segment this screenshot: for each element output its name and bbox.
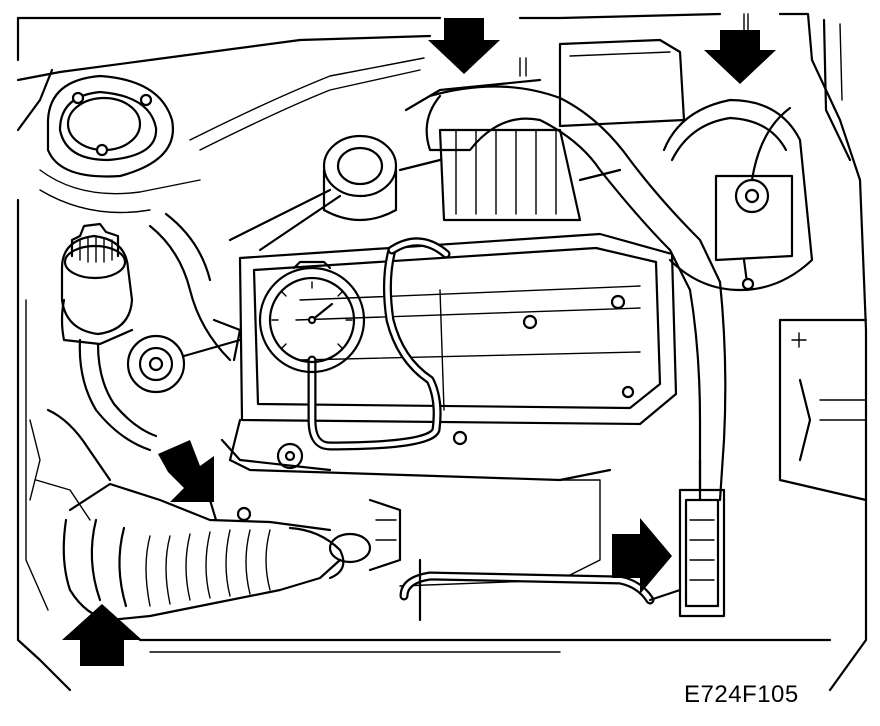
top-components	[189, 38, 686, 252]
intake-pipe	[425, 85, 727, 502]
bottom-hose	[399, 558, 655, 622]
arrow-top-right	[704, 30, 776, 84]
arrow-top-center	[428, 18, 500, 74]
left-hoses	[29, 212, 242, 521]
compression-gauge	[258, 237, 451, 451]
arrow-right-pointing	[612, 518, 672, 594]
figure-code-label: E724F105	[684, 681, 799, 708]
arrow-bottom-left	[62, 604, 142, 666]
air-intake-bellows	[62, 482, 402, 622]
arrow-diagonal-left	[158, 440, 214, 502]
valve-cover	[212, 232, 678, 587]
bodywork-outline	[16, 12, 868, 692]
expansion-tank	[60, 222, 134, 346]
indicator-arrows	[62, 18, 776, 666]
sensor-connector	[648, 458, 726, 618]
brake-servo	[662, 98, 868, 502]
strut-tower	[39, 74, 201, 214]
